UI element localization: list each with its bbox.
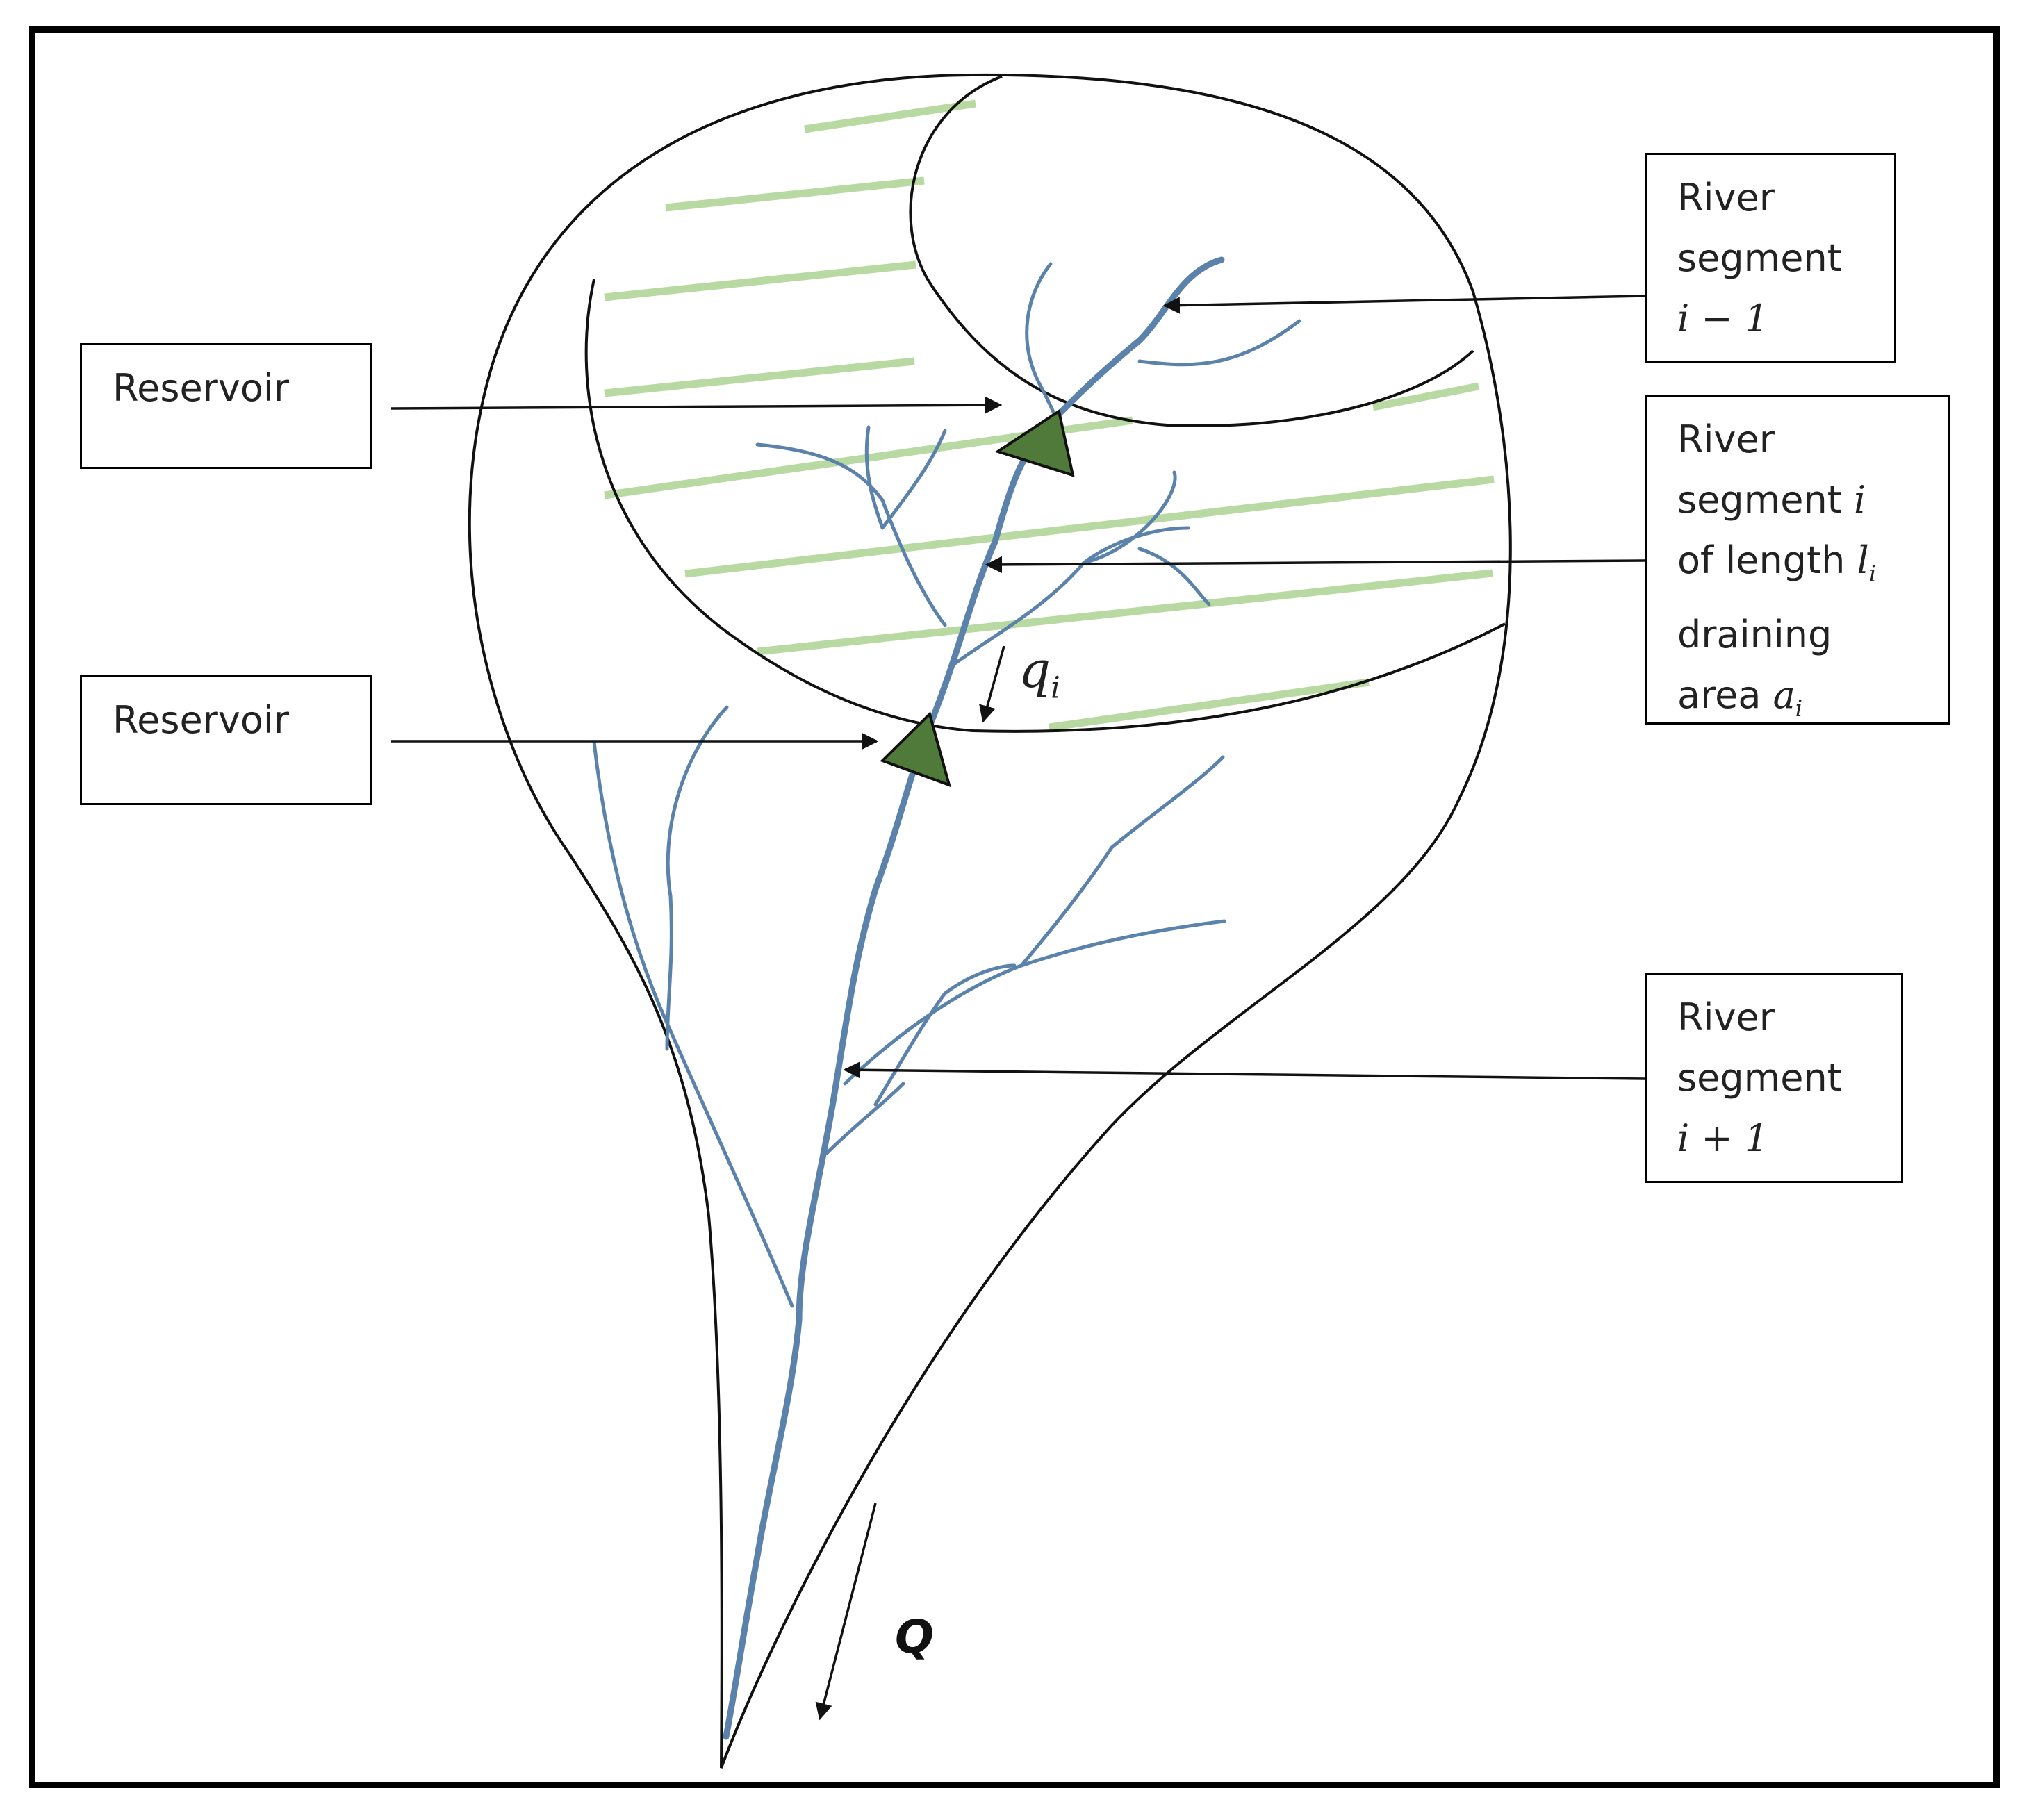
arrow-segment-i [985,556,1645,574]
arrow-segment-prev [1162,295,1645,314]
reservoirs [880,408,1075,788]
segment-next-label: River segment i + 1 [1645,973,1903,1183]
subcatchment-i-boundary [584,279,1506,733]
reservoir-lower-label: Reservoir [80,675,372,805]
segment-prev-label: River segment i − 1 [1645,153,1896,363]
outflow-label: Q [895,1610,935,1664]
watershed-boundary [468,73,1512,1769]
reservoir-upper-marker [994,408,1075,477]
lateral-flow-label: qi [1019,640,1060,706]
leader-lines [390,295,1645,1721]
arrow-segment-next [843,1061,1645,1080]
figure-frame [29,26,2000,1788]
arrow-outflow [815,1503,877,1721]
arrow-lateral-flow [979,645,1005,723]
reservoir-upper-label: Reservoir [80,343,372,469]
segment-i-label: River segment i of length li draining ar… [1645,395,1950,725]
subcatchment-prev-boundary [909,75,1474,428]
hatch-lines [604,99,1495,731]
main-river [723,256,1225,1740]
arrow-reservoir-upper [390,396,1003,414]
river-network [592,256,1301,1740]
reservoir-lower-marker [880,711,951,788]
